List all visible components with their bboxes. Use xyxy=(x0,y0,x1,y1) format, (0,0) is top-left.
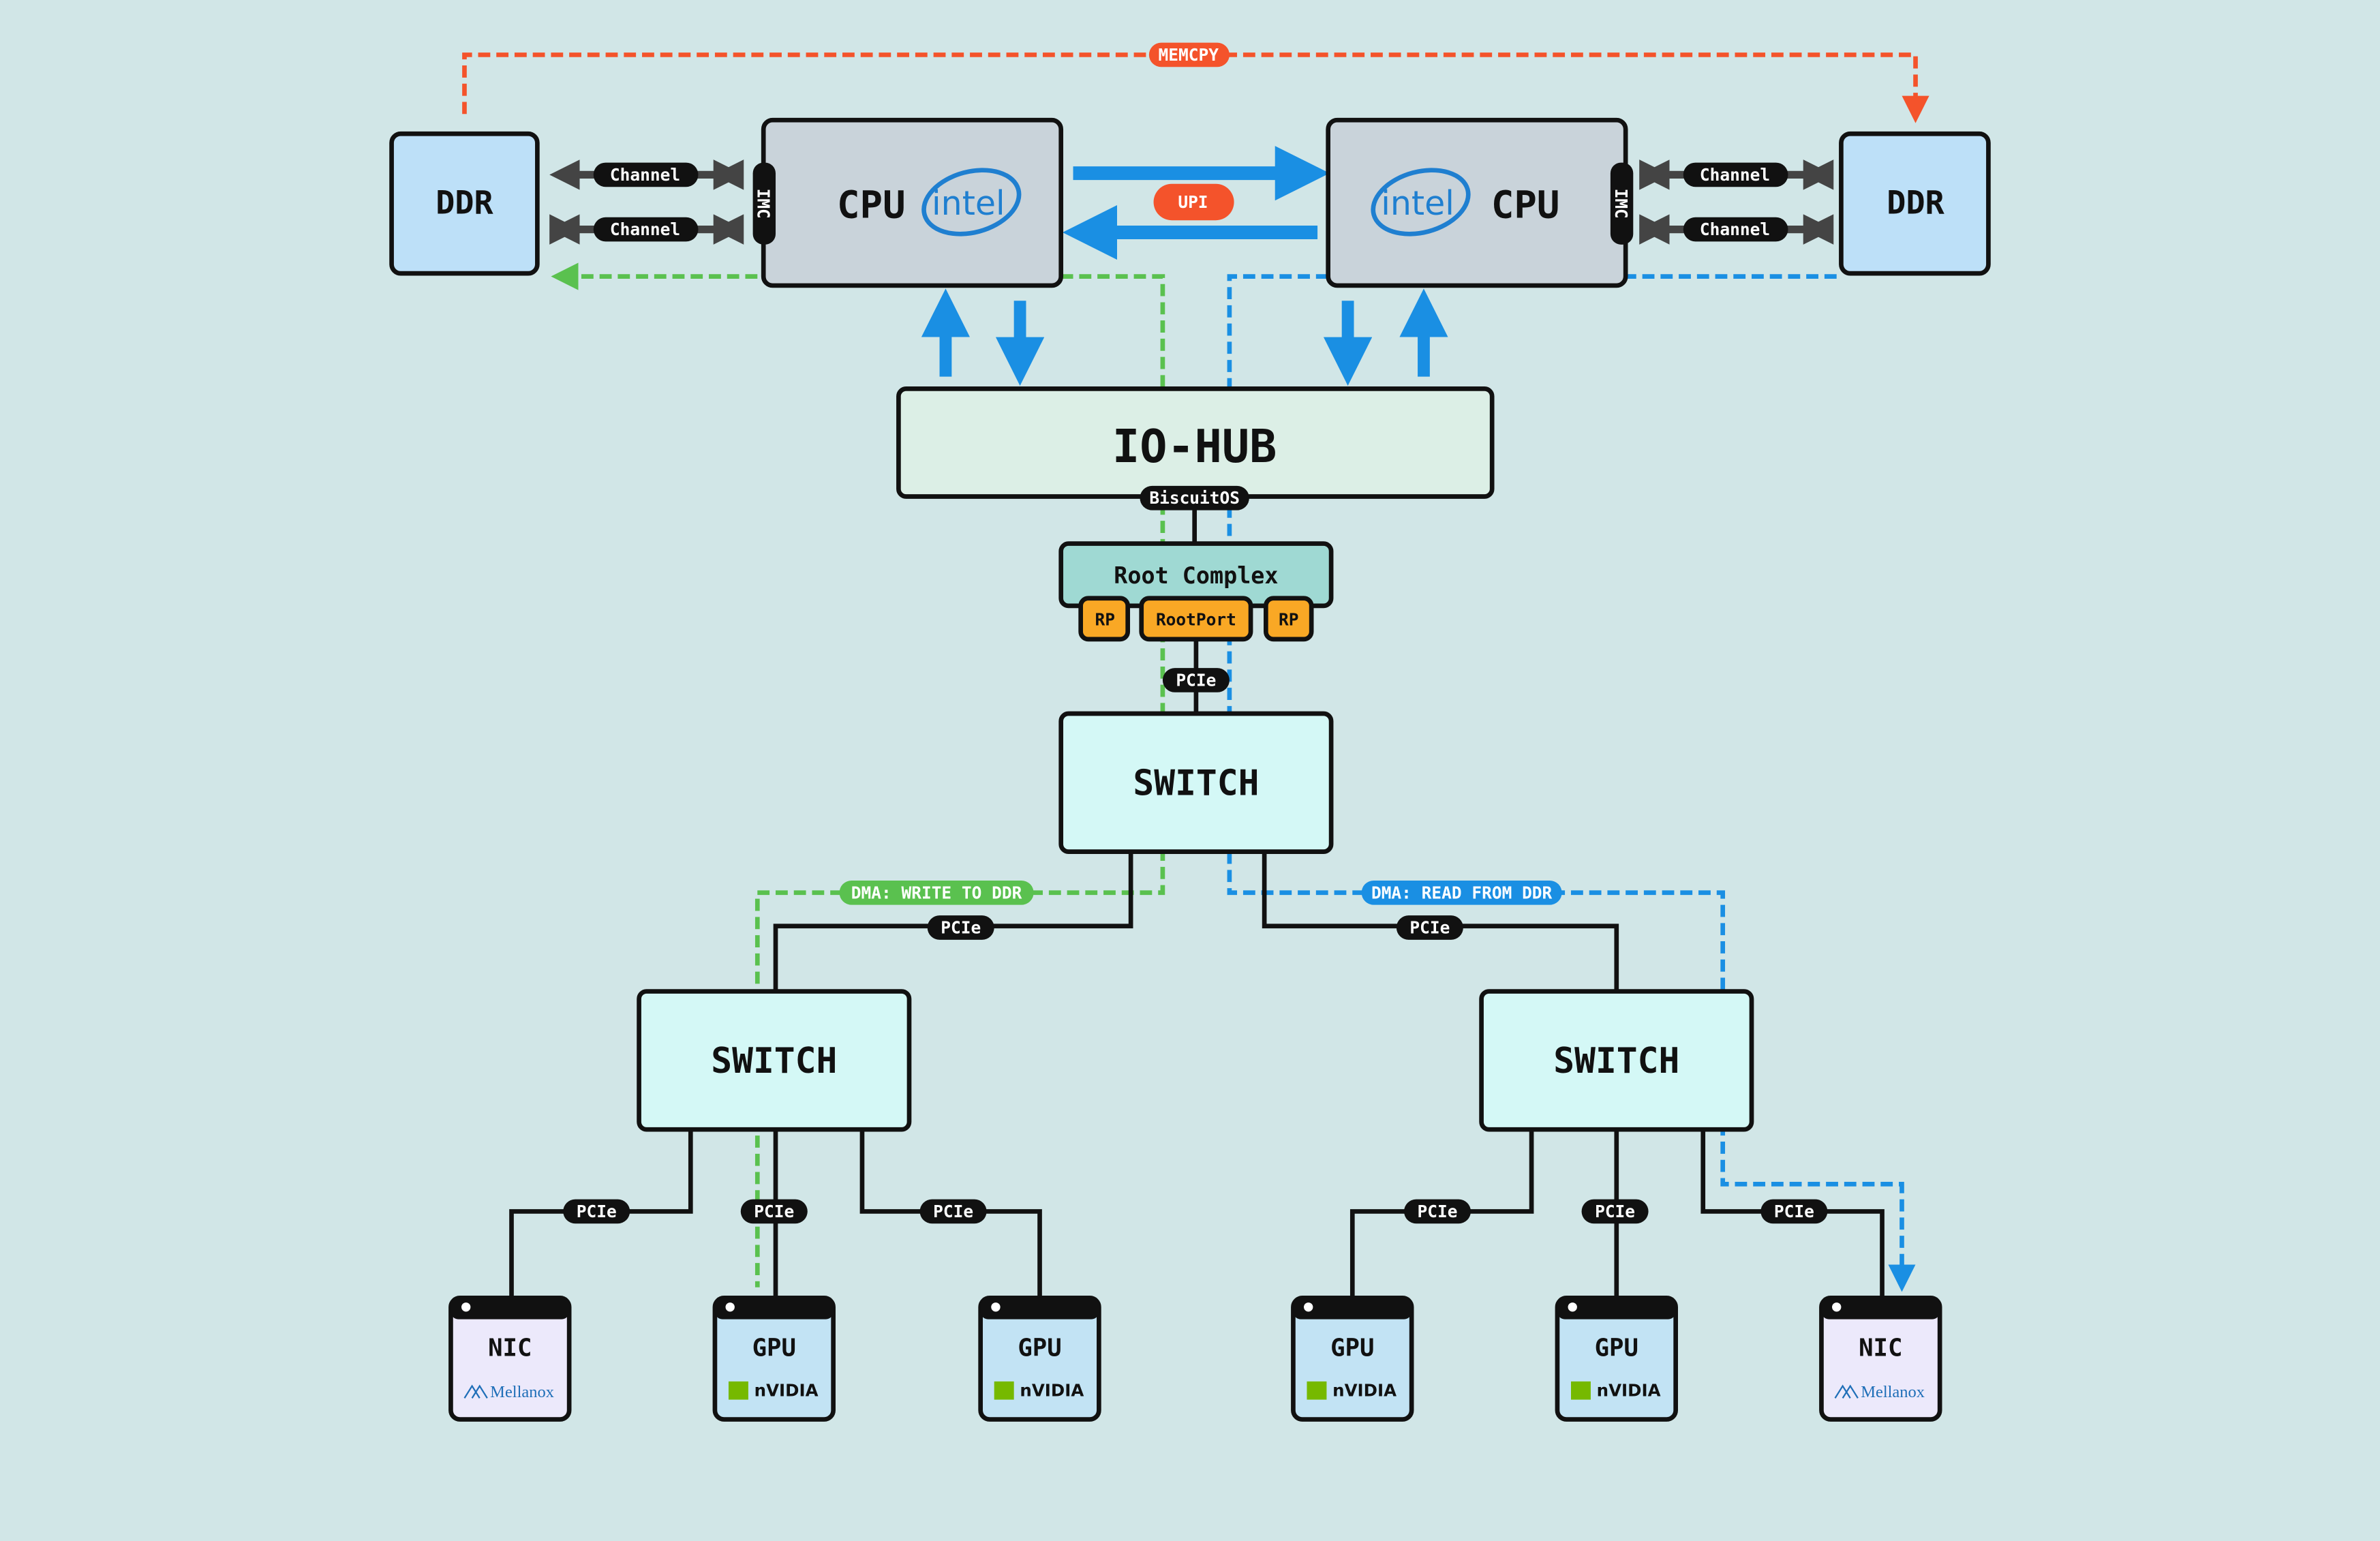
pcie-link-label: PCIe xyxy=(927,915,994,940)
root-port-label: RP xyxy=(1279,609,1298,629)
switch-top-label: SWITCH xyxy=(1133,763,1259,804)
device-label: GPU xyxy=(752,1334,796,1362)
pcie-link-label: PCIe xyxy=(1162,668,1230,692)
device-label: GPU xyxy=(1595,1334,1638,1362)
switch-left xyxy=(637,989,912,1132)
device-label: GPU xyxy=(1330,1334,1374,1362)
gpu-card: GPU nVIDIA xyxy=(1555,1296,1678,1422)
nvidia-logo-text: nVIDIA xyxy=(1332,1381,1397,1401)
gpu-card: GPU nVIDIA xyxy=(712,1296,836,1422)
mellanox-logo-text: Mellanox xyxy=(490,1383,554,1401)
pcie-link-label: PCIe xyxy=(1760,1199,1828,1224)
upi-label: UPI xyxy=(1178,192,1208,212)
channel-left-1: Channel xyxy=(593,162,699,187)
pcie-link-label: PCIe xyxy=(740,1199,808,1224)
imc-right xyxy=(1610,162,1634,245)
channel-right-1: Channel xyxy=(1683,162,1788,187)
mellanox-logo: Mellanox xyxy=(463,1383,554,1401)
root-port-right xyxy=(1264,596,1314,642)
channel-label: Channel xyxy=(610,219,680,239)
biscuitos-tag: BiscuitOS xyxy=(1140,485,1249,510)
mellanox-logo: Mellanox xyxy=(1834,1383,1925,1401)
switch-right xyxy=(1479,989,1754,1132)
nic-card: NIC Mellanox xyxy=(448,1296,572,1422)
channel-label: Channel xyxy=(610,165,680,185)
ddr-left xyxy=(389,131,540,276)
pcie-label: PCIe xyxy=(1409,917,1450,937)
pcie-label: PCIe xyxy=(754,1202,794,1221)
upi-badge: UPI xyxy=(1153,183,1234,221)
root-port-main xyxy=(1139,596,1253,642)
dma-read-path xyxy=(1227,274,1916,1292)
channel-right-2: Channel xyxy=(1683,217,1788,242)
dma-read-label: DMA: READ FROM DDR xyxy=(1371,883,1553,902)
gpu-card: GPU nVIDIA xyxy=(978,1296,1101,1422)
dma-read-badge: DMA: READ FROM DDR xyxy=(1361,880,1562,905)
imc-left-label: IMC xyxy=(754,189,774,219)
switch-right-label: SWITCH xyxy=(1553,1041,1679,1082)
pcie-link-label: PCIe xyxy=(1396,915,1463,940)
cpu-right-label: CPU xyxy=(1491,183,1560,227)
pcie-label: PCIe xyxy=(941,917,981,937)
ddr-right-label: DDR xyxy=(1887,185,1944,222)
pcie-label: PCIe xyxy=(1418,1202,1458,1221)
pcie-label: PCIe xyxy=(1176,670,1216,690)
pcie-link-label: PCIe xyxy=(919,1199,987,1224)
devices: NICMellanoxGPUnVIDIAGPUnVIDIAGPUnVIDIAGP… xyxy=(448,1296,1942,1422)
mellanox-logo-text: Mellanox xyxy=(1861,1383,1925,1401)
ddr-left-label: DDR xyxy=(436,185,493,222)
gpu-card: GPU nVIDIA xyxy=(1291,1296,1414,1422)
device-label: GPU xyxy=(1018,1334,1061,1362)
pcie-link-label: PCIe xyxy=(1581,1199,1649,1224)
imc-right-label: IMC xyxy=(1611,189,1631,219)
pcie-label: PCIe xyxy=(577,1202,617,1221)
pcie-label: PCIe xyxy=(1774,1202,1814,1221)
pcie-link-label: PCIe xyxy=(563,1199,630,1224)
dma-write-path-lower xyxy=(754,274,1165,1287)
nvidia-logo-text: nVIDIA xyxy=(754,1381,819,1401)
nvidia-logo: nVIDIA xyxy=(1307,1381,1397,1401)
ddr-right xyxy=(1839,131,1991,276)
imc-left xyxy=(752,162,776,245)
root-port-label: RP xyxy=(1095,609,1115,629)
nvidia-logo-text: nVIDIA xyxy=(1597,1381,1661,1401)
channel-left-2: Channel xyxy=(593,217,699,242)
nvidia-logo-text: nVIDIA xyxy=(1020,1381,1084,1401)
intel-logo-right: intel xyxy=(1371,168,1471,237)
root-port-left xyxy=(1078,596,1131,642)
nvidia-logo: nVIDIA xyxy=(1570,1381,1661,1401)
memcpy-badge: MEMCPY xyxy=(1148,42,1230,67)
pcie-label: PCIe xyxy=(933,1202,973,1221)
dma-write-label: DMA: WRITE TO DDR xyxy=(851,883,1022,902)
pcie-link-label: PCIe xyxy=(1404,1199,1471,1224)
device-label: NIC xyxy=(1859,1334,1902,1362)
biscuitos-label: BiscuitOS xyxy=(1149,488,1240,508)
io-hub-label: IO-HUB xyxy=(1112,420,1277,473)
intel-logo-text: intel xyxy=(1381,184,1454,223)
nvidia-logo: nVIDIA xyxy=(728,1381,819,1401)
intel-logo-text: intel xyxy=(932,184,1005,223)
memcpy-label: MEMCPY xyxy=(1159,45,1219,65)
root-port-label: RootPort xyxy=(1156,609,1236,629)
intel-logo-left: intel xyxy=(921,168,1022,237)
upi-arrows xyxy=(1062,146,1330,260)
switch-top xyxy=(1058,711,1334,854)
root-complex-label: Root Complex xyxy=(1114,562,1278,589)
nvidia-logo: nVIDIA xyxy=(994,1381,1084,1401)
channel-label: Channel xyxy=(1700,165,1770,185)
cpu-left-label: CPU xyxy=(837,183,906,227)
switch-left-label: SWITCH xyxy=(711,1041,837,1082)
channel-label: Channel xyxy=(1700,219,1770,239)
dma-write-badge: DMA: WRITE TO DDR xyxy=(839,880,1034,905)
nic-card: NIC Mellanox xyxy=(1819,1296,1942,1422)
device-label: NIC xyxy=(488,1334,532,1362)
cpu-iohub-arrows xyxy=(921,288,1448,386)
pcie-label: PCIe xyxy=(1595,1202,1635,1221)
